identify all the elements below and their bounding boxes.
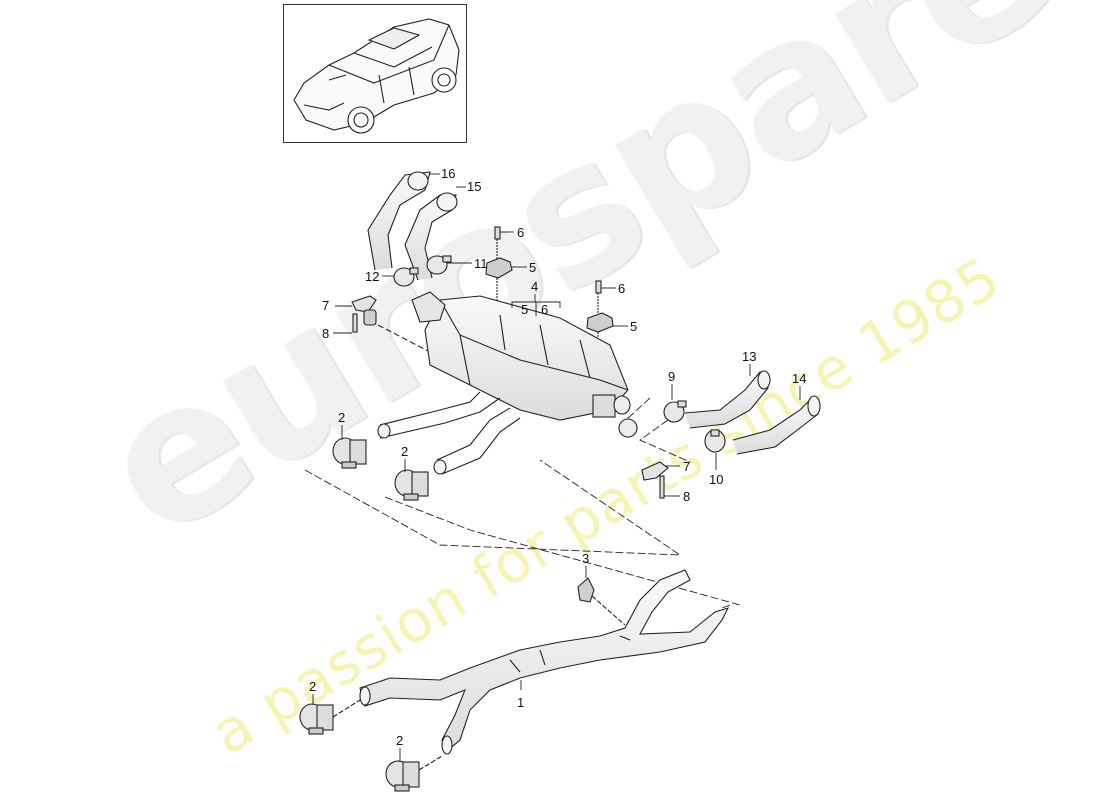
clamp-9 — [663, 400, 687, 423]
callout-8-right[interactable]: 8 — [683, 489, 691, 504]
clamp-2-mid-right — [394, 469, 429, 501]
clamp-10 — [704, 429, 726, 453]
clamp-2-mid-left — [332, 437, 367, 469]
callout-7-left[interactable]: 7 — [322, 298, 330, 313]
callout-15[interactable]: 15 — [467, 179, 482, 194]
actuator-5-lower — [586, 312, 614, 333]
clamp-11 — [426, 255, 452, 275]
callout-4[interactable]: 4 — [531, 279, 539, 294]
bracket-7-left — [351, 295, 431, 353]
callout-5-lower[interactable]: 5 — [630, 319, 638, 334]
assembly-guides — [304, 397, 741, 609]
tailpipe-13 — [684, 370, 771, 429]
tailpipe-15 — [404, 192, 458, 281]
callout-3[interactable]: 3 — [582, 551, 590, 566]
callout-16[interactable]: 16 — [441, 166, 456, 181]
callout-4-includes-5[interactable]: 5 — [521, 302, 529, 317]
callout-7-right[interactable]: 7 — [683, 459, 691, 474]
callout-11[interactable]: 11 — [474, 256, 488, 271]
tailpipe-14 — [732, 395, 821, 455]
bracket-7-right — [641, 461, 669, 499]
callout-2-mid-left[interactable]: 2 — [338, 410, 346, 425]
actuator-5-upper — [485, 257, 513, 279]
clamp-12 — [393, 267, 419, 287]
vehicle-thumbnail — [283, 4, 467, 143]
callout-8-left[interactable]: 8 — [322, 326, 330, 341]
rubber-mount-3 — [577, 577, 626, 626]
callout-2-bottom-right[interactable]: 2 — [396, 733, 404, 748]
callout-13[interactable]: 13 — [742, 349, 757, 364]
clamp-2-bottom-left — [299, 699, 361, 735]
vehicle-icon — [293, 18, 460, 134]
callout-5-upper[interactable]: 5 — [529, 260, 537, 275]
callout-12[interactable]: 12 — [365, 269, 380, 284]
callout-14[interactable]: 14 — [792, 371, 807, 386]
callout-9[interactable]: 9 — [668, 369, 676, 384]
silencer-outlet-pipes — [377, 391, 521, 475]
callout-leaders — [312, 173, 801, 762]
bolt-6-lower — [595, 280, 602, 400]
tailpipe-16 — [367, 171, 431, 271]
callout-2-bottom-left[interactable]: 2 — [309, 679, 317, 694]
callout-1[interactable]: 1 — [517, 695, 525, 710]
crossover-pipe-1 — [359, 569, 730, 755]
callout-10[interactable]: 10 — [709, 472, 724, 487]
callout-6-lower[interactable]: 6 — [618, 281, 626, 296]
callout-2-mid-right[interactable]: 2 — [401, 444, 409, 459]
callout-6-upper[interactable]: 6 — [517, 225, 525, 240]
clamp-2-bottom-right — [385, 755, 443, 792]
callout-4-includes-6[interactable]: 6 — [541, 302, 549, 317]
rear-silencer-4 — [411, 291, 638, 438]
